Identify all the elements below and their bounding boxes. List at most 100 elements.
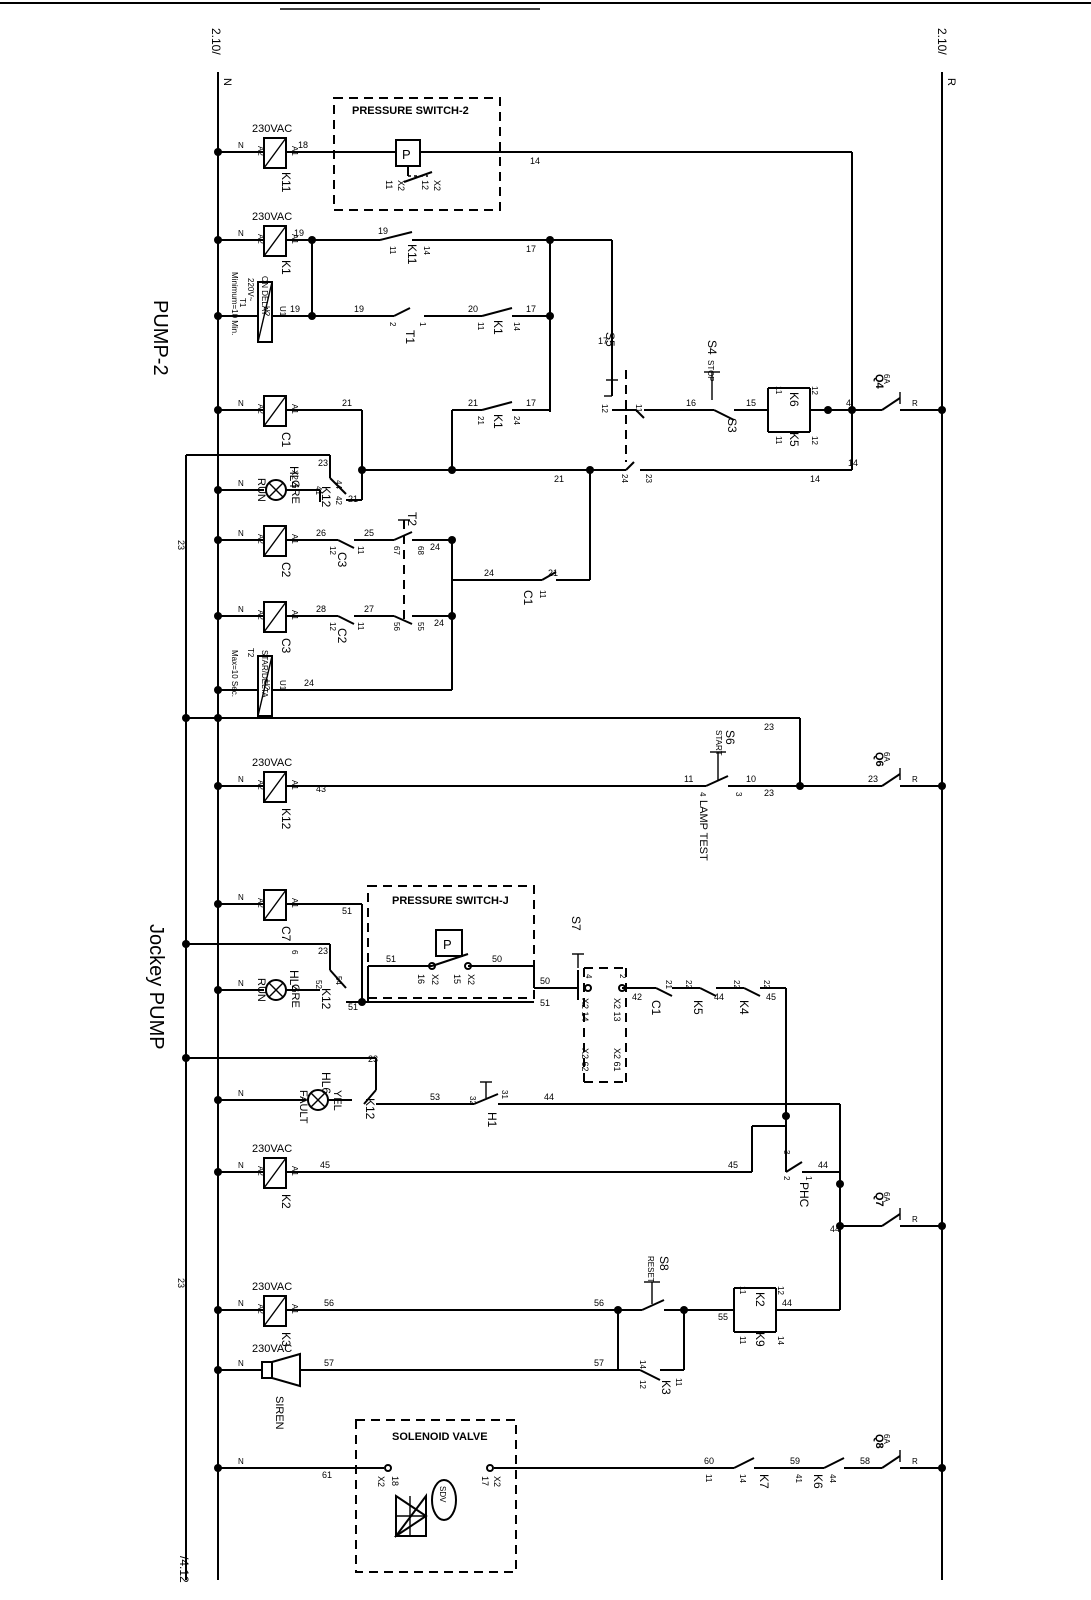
c2-wire21: 21 xyxy=(548,568,558,578)
phc-t2: 2 xyxy=(782,1176,791,1181)
k2-wire45: 45 xyxy=(320,1160,330,1170)
sv-x2a: X2 xyxy=(376,1476,386,1487)
k3c-t12: 12 xyxy=(638,1380,647,1389)
sv-sdv: SDV xyxy=(438,1486,447,1503)
k11-voltage: 230VAC xyxy=(252,123,292,135)
k12-a2: A2 xyxy=(256,780,265,790)
k9c-t14: 14 xyxy=(776,1336,785,1345)
k5-t11: 11 xyxy=(774,436,783,445)
wire-23-label-a: 23 xyxy=(176,540,186,550)
s6-t3: 3 xyxy=(734,792,743,797)
t1-u1: U1 xyxy=(278,306,287,317)
hl4-t41: 41 xyxy=(314,486,323,495)
sv-k7: K7 xyxy=(757,1474,771,1489)
k6-t11: 11 xyxy=(774,386,783,395)
phc-t1: 1 xyxy=(804,1176,813,1181)
h1-t32: 32 xyxy=(468,1096,477,1105)
t1-label: T1 xyxy=(238,298,247,308)
t2-contact: T2 xyxy=(405,512,419,526)
ps2-t11: 11 xyxy=(384,180,394,189)
s3-wire16: 16 xyxy=(686,398,696,408)
s5-t24: 24 xyxy=(620,474,629,483)
c1c-t11: 11 xyxy=(538,590,547,599)
control-s3-s4-s5: S5 17 12 11 S4 STOP 16 S3 15 K6 K5 11 12… xyxy=(598,332,882,462)
s4-stop: STOP xyxy=(706,360,715,382)
q6-r: R xyxy=(912,775,918,784)
rung-siren: N 230VAC SIREN 57 57 K3 14 12 11 xyxy=(214,1343,684,1430)
c3c-t12: 12 xyxy=(328,546,337,555)
rung-k12: N 230VAC A2 A1 K12 43 S6 START 11 10 4 3… xyxy=(214,730,882,861)
k3-wire56b: 56 xyxy=(594,1298,604,1308)
t2c-t55: 55 xyxy=(416,622,425,631)
c2-a2: A2 xyxy=(256,534,265,544)
c1c3-t21: 21 xyxy=(664,980,673,989)
hl4j-gre: GRE xyxy=(289,984,301,1008)
k5c-t22: 22 xyxy=(684,980,693,989)
hl4-wire21b: 21 xyxy=(554,474,564,484)
k2-coil-label: K2 xyxy=(279,1194,293,1209)
psj-wire50: 50 xyxy=(492,954,502,964)
siren-voltage: 230VAC xyxy=(252,1343,292,1355)
q7-rating: 6A xyxy=(882,1192,891,1202)
c7-a1: A1 xyxy=(290,898,299,908)
psj-x2b: X2 xyxy=(466,974,476,985)
k6c-t41: 41 xyxy=(794,1474,803,1483)
rung-c1: N A2 A1 C1 21 21 K1 21 24 17 xyxy=(214,395,550,470)
k6-t12: 12 xyxy=(810,386,819,395)
k1c-t11: 11 xyxy=(476,322,485,331)
k3c-t14: 14 xyxy=(638,1360,647,1369)
c3-a2: A2 xyxy=(256,610,265,620)
psj-x2a: X2 xyxy=(430,974,440,985)
k11-coil-label: K11 xyxy=(279,172,293,193)
t1c-t2: 2 xyxy=(388,322,397,327)
pressure-switch-j: PRESSURE SWITCH-J P 51 50 16 X2 15 X2 50… xyxy=(367,885,578,1008)
q4-wire4: 4 xyxy=(846,398,851,408)
q6-wire23: 23 xyxy=(868,774,878,784)
section-jockey: Jockey PUMP xyxy=(145,924,167,1050)
c3-wire24: 24 xyxy=(434,618,444,628)
sv-wire59: 59 xyxy=(790,1456,800,1466)
k1-wire19: 19 xyxy=(294,228,304,238)
q7-label: Q7 xyxy=(873,1192,885,1207)
q4-rating: 6A xyxy=(882,374,891,384)
ref-top-right-rail: R xyxy=(945,78,957,86)
siren-wire57b: 57 xyxy=(594,1358,604,1368)
s7-t4: 4 xyxy=(584,974,593,979)
k12-wire23: 23 xyxy=(764,788,774,798)
c2-wire24b: 24 xyxy=(484,568,494,578)
k12-voltage: 230VAC xyxy=(252,757,292,769)
sv-n: N xyxy=(238,1457,244,1466)
s7-c1: C1 xyxy=(649,1000,663,1016)
t2-wire24: 24 xyxy=(304,678,314,688)
hl4j-t54: 54 xyxy=(334,976,343,985)
hl6-wire44: 44 xyxy=(544,1092,554,1102)
s7-x2-14: X2 14 xyxy=(580,998,590,1022)
k2-n: N xyxy=(238,1161,244,1170)
pressure-switch-2: PRESSURE SWITCH-2 P 11 X2 12 X2 xyxy=(333,97,501,211)
lt-wire23: 23 xyxy=(764,722,774,732)
ps2-x2a: X2 xyxy=(396,180,406,191)
ps2-x2b: X2 xyxy=(432,180,442,191)
t2-u1: U1 xyxy=(278,680,287,691)
k1c2-t21: 21 xyxy=(476,416,485,425)
k1-coil-label: K1 xyxy=(279,260,293,275)
siren-k3: K3 xyxy=(659,1380,673,1395)
k3-coil-label: K3 xyxy=(279,1332,293,1347)
t1-voltage: 220V~ xyxy=(246,278,255,302)
siren-label: SIREN xyxy=(273,1396,285,1430)
s8-label: S8 xyxy=(657,1256,671,1271)
k3-wire55: 55 xyxy=(718,1312,728,1322)
k1-wire19b: 19 xyxy=(378,226,388,236)
c3-n: N xyxy=(238,605,244,614)
t2-setting: Max=10 Sec. xyxy=(230,650,239,697)
c2-wire25: 25 xyxy=(364,528,374,538)
ps2-t12: 12 xyxy=(420,180,430,190)
c2c-t12: 12 xyxy=(328,622,337,631)
rung-c3: N A2 A1 C3 28 C2 12 11 27 56 55 24 xyxy=(214,601,456,654)
h1-t31: 31 xyxy=(500,1090,509,1099)
q7-r: R xyxy=(912,1215,918,1224)
c3-coil-label: C3 xyxy=(279,638,293,654)
c2-wire24: 24 xyxy=(430,542,440,552)
rung-hl4-run: N HL4 RUN GRE X2 K12 23 44 41 42 21 21 2… xyxy=(186,410,858,508)
